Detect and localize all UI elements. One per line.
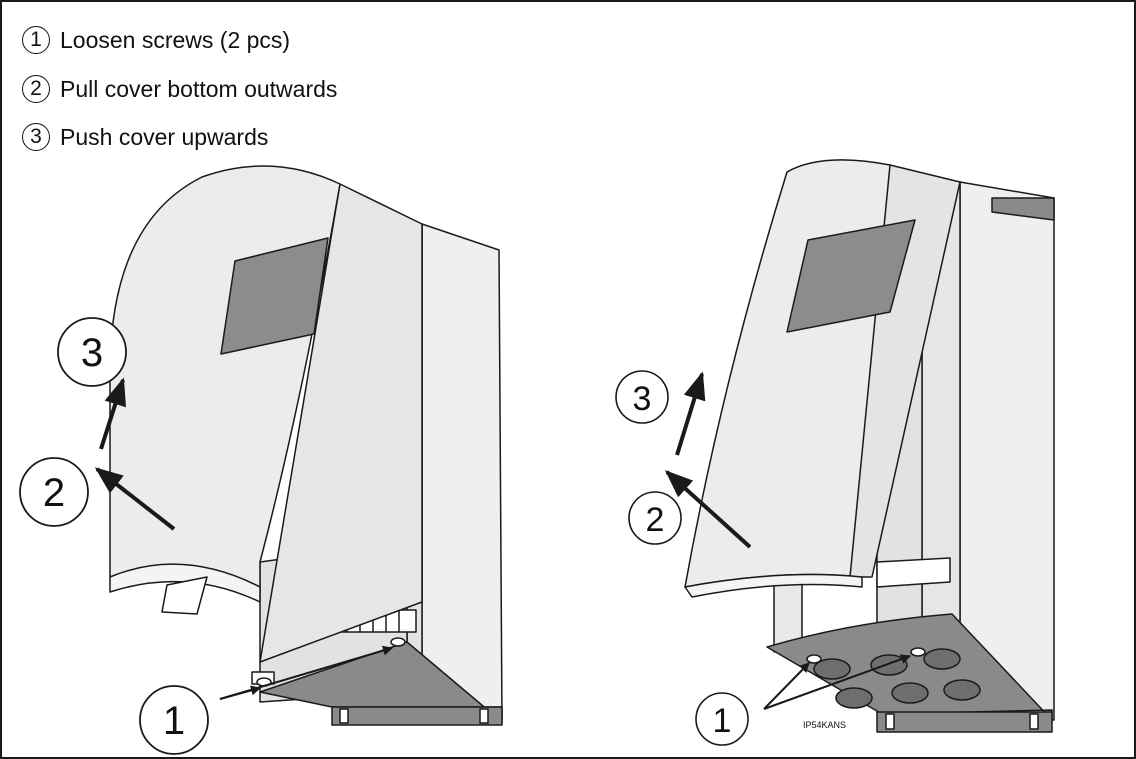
legend-item-3: 3 Push cover upwards xyxy=(22,123,268,151)
right-leader-2 xyxy=(763,654,911,710)
legend-item-1: 1 Loosen screws (2 pcs) xyxy=(22,26,290,54)
left-display-window xyxy=(220,237,329,355)
right-callout-2: 2 xyxy=(628,491,682,545)
svg-text:1: 1 xyxy=(163,699,185,743)
svg-text:2: 2 xyxy=(43,471,65,515)
right-bottom-bracket xyxy=(876,711,1053,733)
step-number-1: 1 xyxy=(22,26,50,54)
left-housing-side xyxy=(421,223,503,721)
left-drive xyxy=(109,165,503,726)
legend-text-2: Pull cover bottom outwards xyxy=(60,75,338,102)
right-display-window xyxy=(786,219,916,333)
right-drive xyxy=(684,159,1055,733)
right-screw-1 xyxy=(806,654,822,664)
left-cover-side xyxy=(259,183,423,663)
svg-text:3: 3 xyxy=(81,331,103,375)
right-gland-hole xyxy=(835,687,873,709)
left-bottom-bracket xyxy=(331,706,503,726)
left-screw-2 xyxy=(390,637,406,647)
drawing-code: IP54KANS xyxy=(803,720,846,730)
left-cover-notch xyxy=(161,576,208,615)
left-arrow-out xyxy=(94,467,176,531)
right-arrow-up xyxy=(675,371,706,456)
right-arrow-out xyxy=(664,470,752,549)
legend-text-3: Push cover upwards xyxy=(60,123,269,150)
step-number-3: 3 xyxy=(22,123,50,151)
left-arrow-up xyxy=(99,377,127,450)
legend-item-2: 2 Pull cover bottom outwards xyxy=(22,75,337,103)
left-callout-1: 1 xyxy=(139,685,209,755)
svg-text:3: 3 xyxy=(633,380,652,418)
right-gland-hole xyxy=(891,682,929,704)
legend-text-1: Loosen screws (2 pcs) xyxy=(60,26,291,53)
right-base-plate xyxy=(766,613,1053,721)
step-number-2: 2 xyxy=(22,75,50,103)
left-callout-2: 2 xyxy=(19,457,89,527)
svg-text:2: 2 xyxy=(646,501,665,539)
svg-text:1: 1 xyxy=(713,702,732,740)
right-callout-1: 1 xyxy=(695,692,749,746)
right-gland-hole xyxy=(943,679,981,701)
left-leader-2 xyxy=(219,645,393,700)
right-cover-side xyxy=(849,164,961,578)
right-callout-3: 3 xyxy=(615,370,669,424)
right-gland-hole xyxy=(923,648,961,670)
right-gland-hole xyxy=(813,658,851,680)
right-leader-1 xyxy=(763,662,810,710)
right-screw-2 xyxy=(910,647,926,657)
left-callout-3: 3 xyxy=(57,317,127,387)
